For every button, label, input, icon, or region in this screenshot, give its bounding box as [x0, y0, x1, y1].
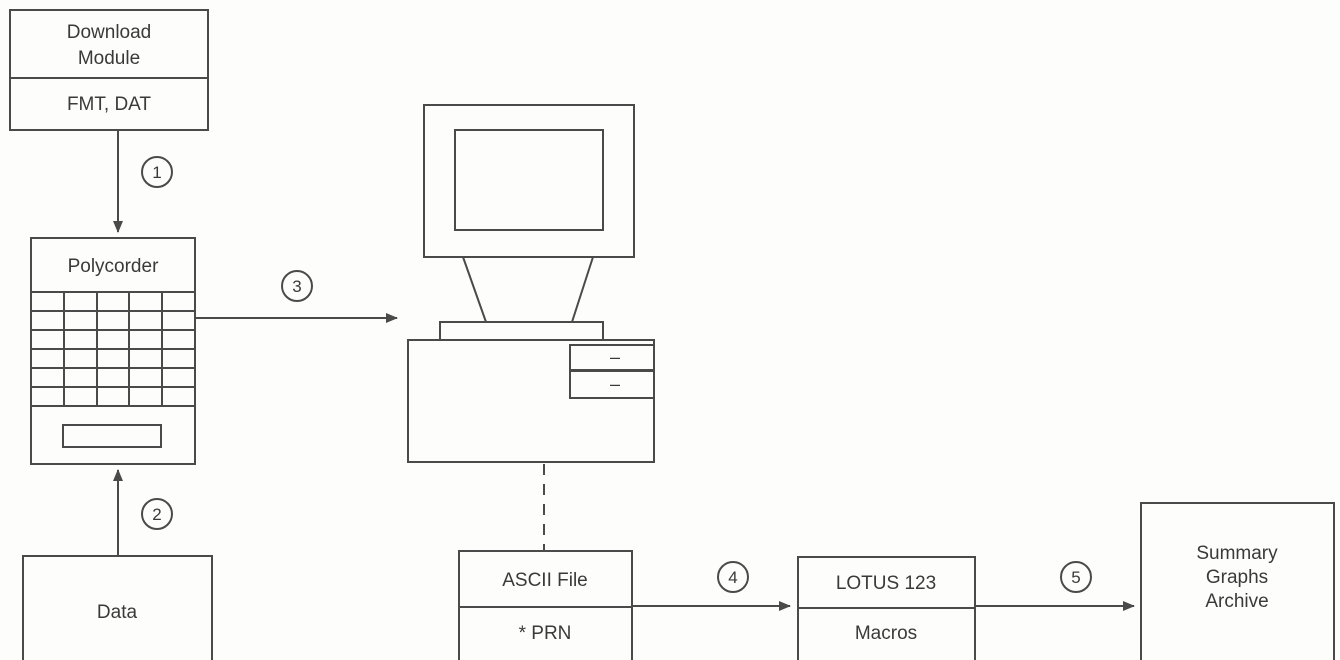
lotus-sub: Macros: [855, 623, 917, 644]
step-3-number: 3: [292, 277, 301, 296]
polycorder-keypad: [31, 292, 195, 407]
polycorder-display-slot: [62, 424, 162, 448]
download-module-box: [9, 9, 209, 131]
computer-system-unit: [407, 339, 655, 463]
summary-box: [1140, 502, 1335, 660]
computer-monitor: [423, 104, 635, 258]
download-module-title-1: Download: [67, 22, 152, 43]
computer-icon: [407, 104, 655, 463]
step-2-number: 2: [152, 505, 161, 524]
drive-bay-2-slot: –: [610, 374, 620, 394]
computer-screen: [454, 129, 604, 231]
computer-stand-base: [439, 321, 604, 341]
data-label: Data: [97, 602, 138, 623]
summary-line-3: Archive: [1205, 591, 1268, 612]
step-1-circle: [141, 156, 173, 188]
summary-line-1: Summary: [1196, 543, 1278, 564]
download-module-title-2: Module: [78, 48, 140, 69]
step-4-circle: [717, 561, 749, 593]
step-1-number: 1: [152, 163, 161, 182]
step-4-number: 4: [728, 568, 737, 587]
ascii-file-ext: * PRN: [519, 623, 572, 644]
summary-line-2: Graphs: [1206, 567, 1268, 588]
step-5-number: 5: [1071, 568, 1080, 587]
ascii-file-title: ASCII File: [502, 570, 588, 591]
polycorder-label: Polycorder: [68, 256, 159, 277]
step-2-circle: [141, 498, 173, 530]
lotus-title: LOTUS 123: [836, 573, 936, 594]
polycorder-device: [30, 237, 196, 465]
lotus-123-box: [797, 556, 976, 660]
step-5-circle: [1060, 561, 1092, 593]
step-3-circle: [281, 270, 313, 302]
drive-bay-1-slot: –: [610, 347, 620, 367]
download-module-files: FMT, DAT: [67, 94, 151, 115]
data-box: [22, 555, 213, 660]
computer-drive-bay-2: [569, 370, 655, 399]
